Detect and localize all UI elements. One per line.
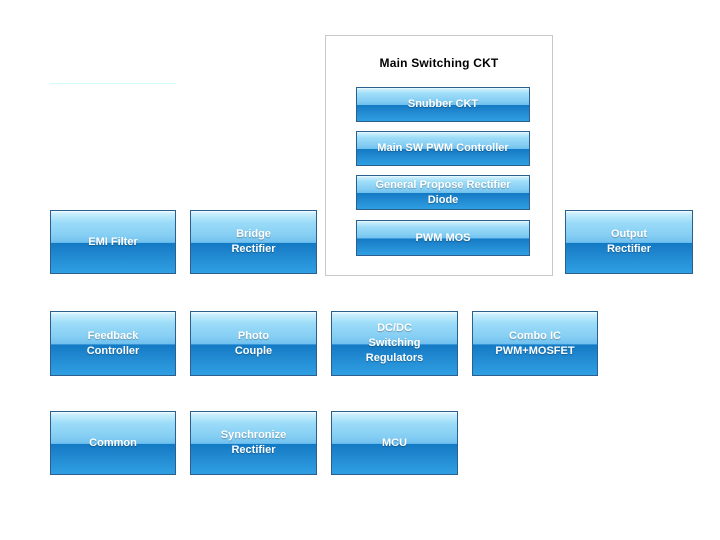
- block-label-line: Couple: [234, 344, 273, 357]
- accent-rule: [50, 83, 176, 84]
- block-general-propose-rectifier-diode[interactable]: General Propose Rectifier Diode: [356, 175, 530, 210]
- group-panel-main-switching-ckt: Main Switching CKT Snubber CKT Main SW P…: [325, 35, 553, 276]
- block-combo-ic-pwm-mosfet[interactable]: Combo IC PWM+MOSFET: [472, 311, 598, 376]
- block-label-line: DC/DC: [377, 322, 412, 334]
- block-mcu[interactable]: MCU: [331, 411, 458, 475]
- block-label-line: General Propose Rectifier: [375, 178, 511, 191]
- block-label-line: Diode: [427, 193, 459, 206]
- block-label-line: Rectifier: [231, 444, 276, 456]
- block-dcdc-switching-regulators[interactable]: DC/DC Switching Regulators: [331, 311, 458, 376]
- block-synchronize-rectifier[interactable]: Synchronize Rectifier: [190, 411, 317, 475]
- block-bridge-rectifier[interactable]: Bridge Rectifier: [190, 210, 317, 274]
- block-label-line: Photo: [237, 329, 270, 342]
- block-label-line: Main SW PWM Controller: [377, 142, 509, 154]
- block-emi-filter[interactable]: EMI Filter: [50, 210, 176, 274]
- block-label-line: Synchronize: [220, 429, 287, 441]
- block-output-rectifier[interactable]: Output Rectifier: [565, 210, 693, 274]
- block-label-line: EMI Filter: [88, 235, 138, 248]
- block-label-line: Snubber CKT: [407, 98, 479, 110]
- block-label-line: Regulators: [365, 352, 424, 364]
- block-main-sw-pwm-controller[interactable]: Main SW PWM Controller: [356, 131, 530, 166]
- block-label-line: Rectifier: [606, 243, 652, 255]
- block-label-line: PWM+MOSFET: [495, 344, 575, 357]
- block-label-line: Switching: [368, 337, 421, 349]
- group-panel-title: Main Switching CKT: [379, 56, 499, 70]
- block-snubber-ckt[interactable]: Snubber CKT: [356, 87, 530, 122]
- block-common[interactable]: Common: [50, 411, 176, 475]
- block-label-line: Common: [89, 436, 137, 449]
- block-label-line: Rectifier: [231, 243, 276, 255]
- block-label-line: Feedback: [87, 329, 139, 342]
- block-feedback-controller[interactable]: Feedback Controller: [50, 311, 176, 376]
- block-pwm-mos[interactable]: PWM MOS: [356, 220, 530, 256]
- block-label-line: Combo IC: [509, 329, 561, 342]
- block-label-line: PWM MOS: [415, 231, 471, 244]
- block-label-line: Bridge: [236, 228, 271, 240]
- block-label-line: Output: [610, 228, 648, 240]
- block-photo-couple[interactable]: Photo Couple: [190, 311, 317, 376]
- block-label-line: Controller: [86, 344, 140, 357]
- block-label-line: MCU: [381, 436, 408, 449]
